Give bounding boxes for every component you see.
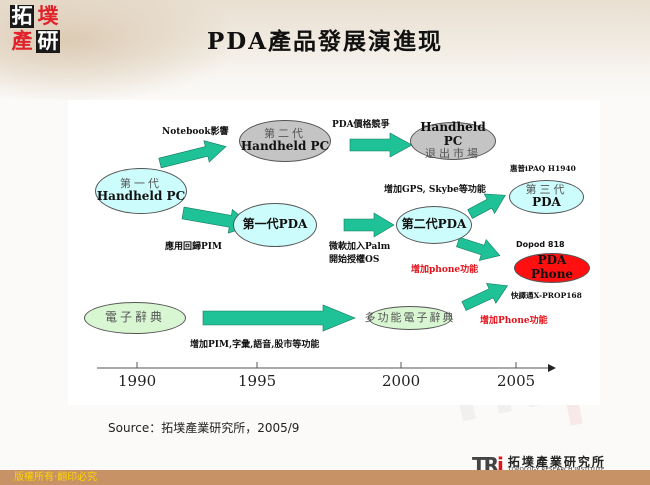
node-e-dictionary: 電子辭典 — [84, 302, 186, 334]
label-dopod: Dopod 818 — [516, 240, 565, 249]
label-pda-price-competition: PDA價格競爭 — [332, 120, 390, 130]
footer-bar: 版權所有‧翻印必究 — [0, 470, 650, 485]
label-add-pim-dict: 增加PIM,字彙,語音,股市等功能 — [190, 340, 320, 350]
label-add-phone-dict: 增加Phone功能 — [480, 316, 548, 326]
timeline-tick-1990: 1990 — [118, 372, 157, 390]
pda-evolution-diagram: 第一代 Handheld PC 第二代 Handheld PC Handheld… — [68, 100, 600, 405]
node-gen3-pda: 第三代 PDA — [509, 180, 584, 214]
node-gen2-handheld-pc: 第二代 Handheld PC — [239, 120, 331, 162]
label-back-to-pim: 應用回歸PIM — [165, 242, 222, 252]
arrow-icon — [461, 282, 509, 311]
node-handheld-pc-exit: Handheld PC 退出市場 — [410, 120, 496, 160]
label-notebook-impact: Notebook影響 — [162, 127, 229, 137]
logo-char: 墣 — [37, 4, 59, 28]
label-hp-ipaq: 惠普iPAQ H1940 — [510, 164, 576, 173]
label-microsoft-palm: 微軟加入Palm — [329, 242, 391, 252]
page-title: PDA產品發展演進现 — [206, 28, 444, 55]
timeline-tick-2000: 2000 — [382, 372, 421, 390]
arrow-icon — [349, 132, 413, 158]
label-xprop: 快譯通X-PROP168 — [511, 291, 582, 300]
label-add-phone-pda: 增加phone功能 — [411, 265, 479, 275]
org-name-cn: 拓墣產業研究所 — [507, 455, 606, 470]
node-gen1-handheld-pc: 第一代 Handheld PC — [95, 168, 187, 214]
logo-char: 產 — [11, 29, 33, 53]
arrow-icon — [467, 193, 506, 219]
node-pda-phone: PDA Phone — [514, 253, 590, 283]
arrow-icon — [202, 304, 356, 332]
node-gen1-pda: 第一代PDA — [233, 203, 317, 247]
label-add-gps-skype: 增加GPS, Skybe等功能 — [384, 185, 486, 195]
label-license-os: 開始授權OS — [329, 255, 380, 265]
source-note: Source：拓墣產業研究所，2005/9 — [108, 421, 300, 435]
topology-logo: 拓 墣 產 研 — [10, 5, 62, 55]
node-multi-e-dictionary: 多功能電子辭典 — [365, 306, 454, 330]
timeline-tick-1995: 1995 — [238, 372, 277, 390]
arrow-icon — [343, 212, 395, 238]
arrow-icon — [456, 236, 501, 261]
logo-char: 研 — [36, 29, 60, 53]
arrow-icon — [158, 140, 227, 169]
node-gen2-pda: 第二代PDA — [396, 206, 472, 244]
logo-char: 拓 — [10, 4, 34, 28]
timeline-tick-2005: 2005 — [497, 372, 536, 390]
copyright-text: 版權所有‧翻印必究 — [14, 472, 98, 483]
timeline-axis — [97, 362, 556, 372]
